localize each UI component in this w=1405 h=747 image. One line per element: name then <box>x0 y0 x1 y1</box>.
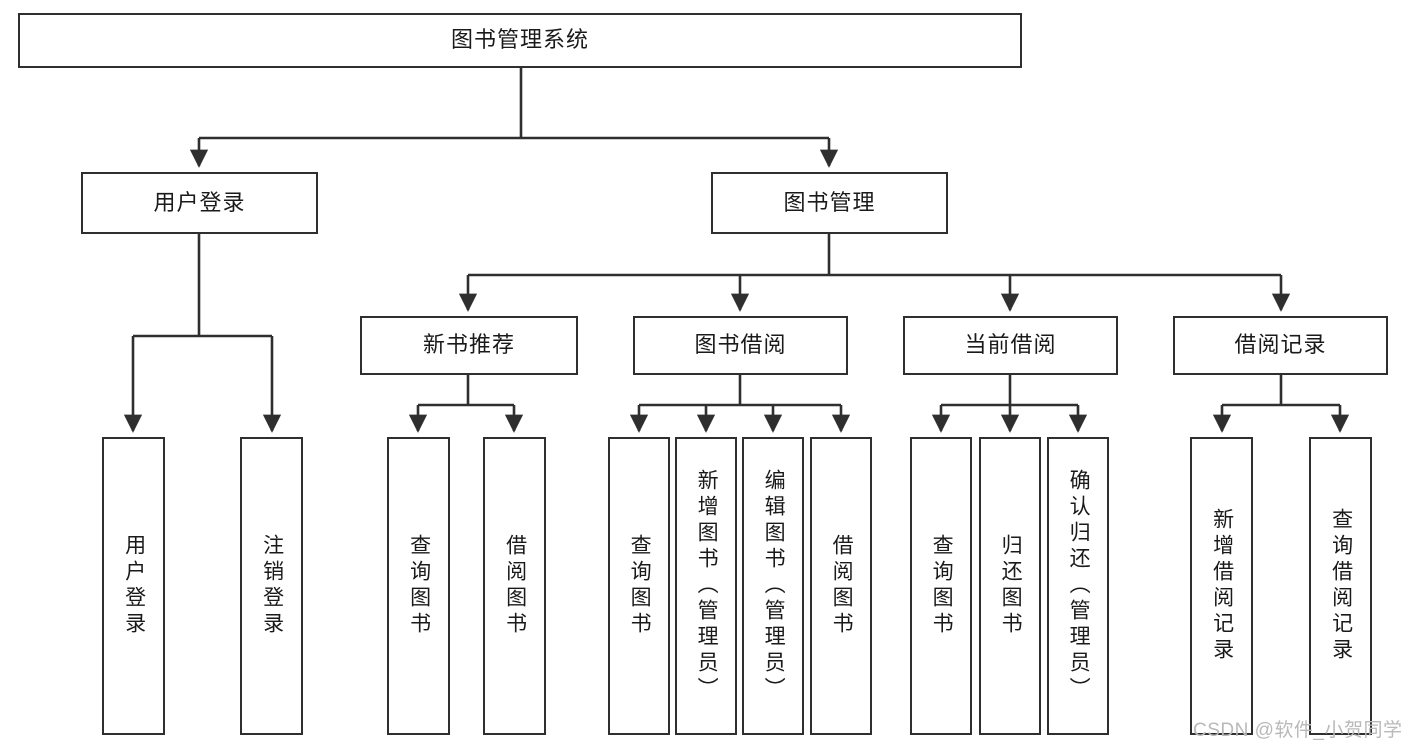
node-user-login[interactable]: 用户登录 <box>81 172 318 234</box>
node-leaf-borrow-book-recommend-label: 借阅图书 <box>503 534 527 638</box>
node-leaf-confirm-return-admin-label: 确认归还（管理员） <box>1067 469 1091 703</box>
node-new-book-recommend-label: 新书推荐 <box>422 332 515 358</box>
node-book-management-label: 图书管理 <box>783 189 876 215</box>
node-leaf-add-borrow-record-label: 新增借阅记录 <box>1210 508 1234 664</box>
node-leaf-user-login[interactable]: 用户登录 <box>102 437 165 735</box>
node-root-book-management-system[interactable]: 图书管理系统 <box>18 13 1022 68</box>
node-leaf-return-book-label: 归还图书 <box>999 534 1023 638</box>
node-leaf-query-book-recommend-label: 查询图书 <box>407 534 431 638</box>
node-leaf-logout-label: 注销登录 <box>260 534 284 638</box>
node-root-label: 图书管理系统 <box>450 27 589 53</box>
node-user-login-label: 用户登录 <box>153 189 246 215</box>
node-leaf-query-borrow-record[interactable]: 查询借阅记录 <box>1309 437 1372 735</box>
node-leaf-confirm-return-admin[interactable]: 确认归还（管理员） <box>1047 437 1109 735</box>
node-leaf-add-book-admin[interactable]: 新增图书（管理员） <box>675 437 737 735</box>
node-current-borrow-label: 当前借阅 <box>964 332 1057 358</box>
node-leaf-borrow-book-label: 借阅图书 <box>830 534 854 638</box>
csdn-watermark: CSDN @软件_小贺同学 <box>1193 720 1403 741</box>
node-book-management[interactable]: 图书管理 <box>711 172 948 234</box>
node-leaf-logout[interactable]: 注销登录 <box>240 437 303 735</box>
node-leaf-user-login-label: 用户登录 <box>122 534 146 638</box>
node-leaf-edit-book-admin[interactable]: 编辑图书（管理员） <box>742 437 804 735</box>
node-leaf-query-book-recommend[interactable]: 查询图书 <box>387 437 450 735</box>
node-book-borrow[interactable]: 图书借阅 <box>633 316 848 375</box>
node-leaf-query-borrow-record-label: 查询借阅记录 <box>1329 508 1353 664</box>
node-leaf-return-book[interactable]: 归还图书 <box>979 437 1041 735</box>
node-new-book-recommend[interactable]: 新书推荐 <box>360 316 578 375</box>
node-leaf-query-book-current[interactable]: 查询图书 <box>910 437 972 735</box>
node-current-borrow[interactable]: 当前借阅 <box>903 316 1118 375</box>
node-book-borrow-label: 图书借阅 <box>694 332 787 358</box>
node-leaf-borrow-book-recommend[interactable]: 借阅图书 <box>483 437 546 735</box>
node-leaf-query-book-current-label: 查询图书 <box>930 534 954 638</box>
node-leaf-query-book-borrow-label: 查询图书 <box>628 534 652 638</box>
node-borrow-record[interactable]: 借阅记录 <box>1173 316 1388 375</box>
node-leaf-query-book-borrow[interactable]: 查询图书 <box>608 437 670 735</box>
node-leaf-borrow-book[interactable]: 借阅图书 <box>810 437 872 735</box>
node-leaf-edit-book-admin-label: 编辑图书（管理员） <box>762 469 786 703</box>
node-leaf-add-borrow-record[interactable]: 新增借阅记录 <box>1190 437 1253 735</box>
node-leaf-add-book-admin-label: 新增图书（管理员） <box>695 469 719 703</box>
node-borrow-record-label: 借阅记录 <box>1234 332 1327 358</box>
